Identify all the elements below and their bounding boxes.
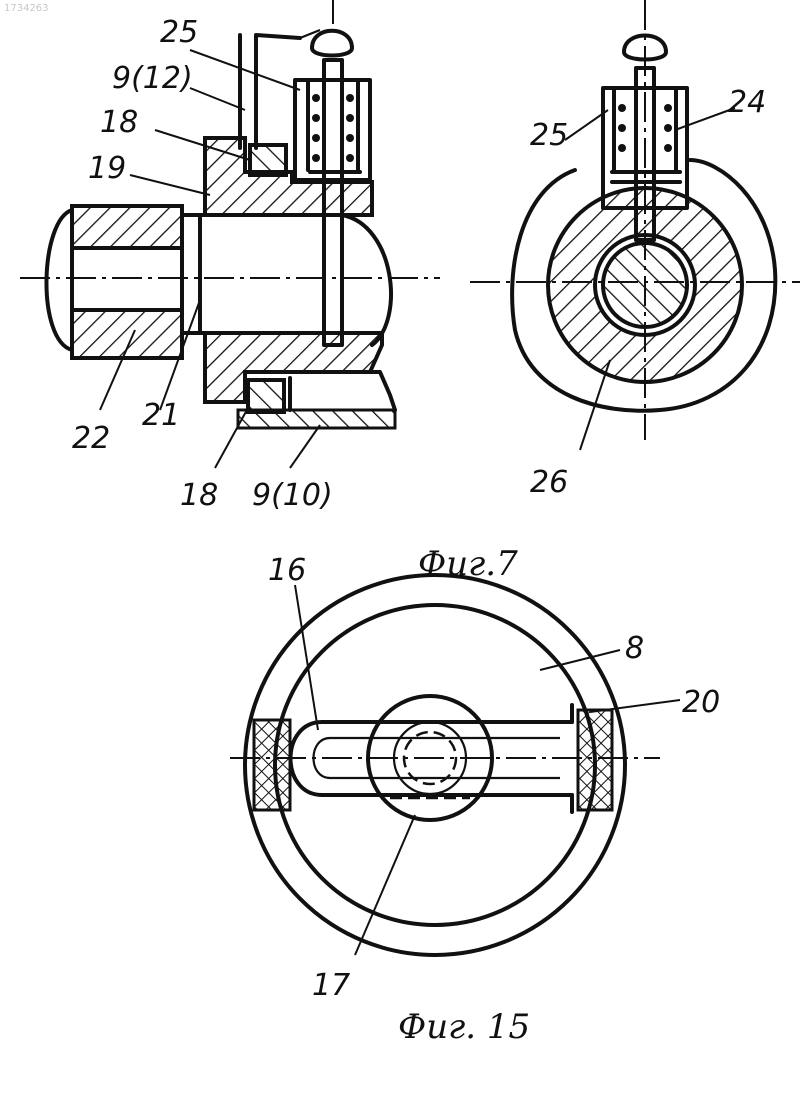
label-8: 8 [625, 631, 644, 666]
wheel-inner-rim [275, 605, 595, 925]
part-19-hub-upper [205, 138, 372, 215]
pin-knob-left [312, 31, 352, 56]
label-21: 21 [142, 398, 180, 433]
part-19-hub-lower [205, 333, 382, 402]
label-25-left: 25 [160, 15, 198, 50]
label-22: 22 [72, 421, 110, 456]
label-9-12: 9(12) [112, 61, 193, 96]
part-9-10-plate [238, 410, 395, 428]
fig15-handwheel [230, 575, 660, 955]
label-17: 17 [312, 968, 350, 1003]
part-9-12-plate [240, 35, 300, 148]
part-26-shaft [603, 243, 687, 327]
knob-dome [46, 210, 72, 350]
label-18-top: 18 [100, 105, 138, 140]
label-25-right: 25 [530, 118, 568, 153]
label-19: 19 [88, 151, 126, 186]
part-22-bottom [72, 310, 182, 358]
fig7-right-section [470, 0, 800, 440]
rim-insert-right [578, 710, 612, 810]
rim-insert-left [254, 720, 290, 810]
label-26: 26 [530, 465, 568, 500]
label-9-10: 9(10) [252, 478, 333, 513]
spring-coils-left [312, 94, 354, 162]
label-20: 20 [682, 685, 720, 720]
label-18-bottom: 18 [180, 478, 218, 513]
part-22-top [72, 206, 182, 248]
part-18-ring-lower [248, 380, 284, 412]
part-labels: 25 9(12) 18 19 22 21 18 9(10) 25 24 26 Ф… [72, 15, 766, 1047]
label-16: 16 [268, 553, 306, 588]
hub-right-dome [342, 215, 391, 345]
caption-fig15: Фиг. 15 [398, 1007, 530, 1047]
label-24: 24 [728, 85, 766, 120]
part-21-shaft [182, 215, 342, 333]
watermark-text: 1734263 [4, 3, 49, 14]
caption-fig7: Фиг.7 [418, 544, 518, 584]
